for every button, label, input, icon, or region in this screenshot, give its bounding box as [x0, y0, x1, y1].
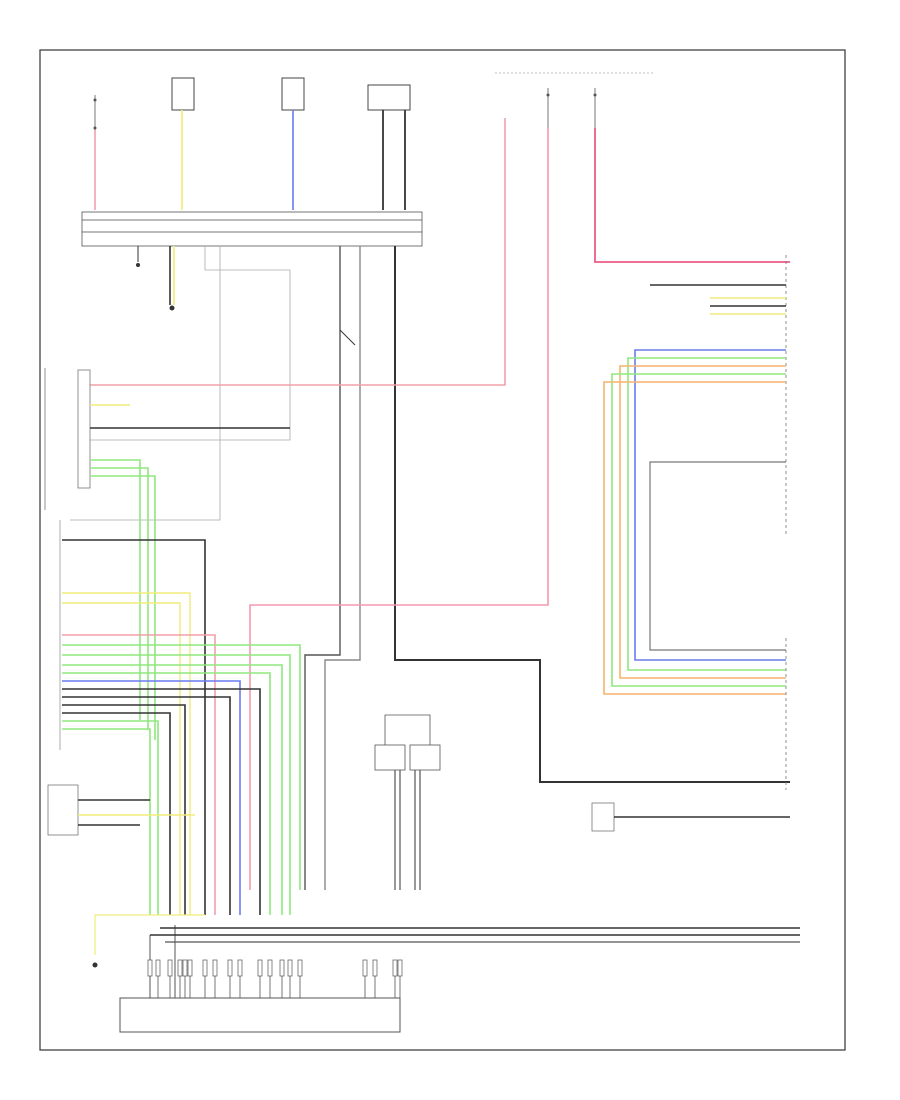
- connector-pin: [397, 959, 403, 998]
- connector-pin: [155, 959, 161, 998]
- radio-connector: [59, 520, 301, 915]
- connector-pin: [392, 959, 398, 998]
- connector-pin: [227, 959, 233, 998]
- radio-relay: [367, 84, 411, 111]
- fuse-box-2: [281, 77, 305, 111]
- wire-black-harness: [394, 246, 790, 783]
- rear-fuse-box: [495, 72, 655, 128]
- wire-pink-long: [249, 128, 549, 890]
- wire-red-upper: [80, 118, 506, 386]
- center-relay-switches: [374, 714, 441, 890]
- wire-black-switch: [339, 329, 356, 346]
- hot-at-all-times-fuse: [93, 95, 97, 130]
- connector-pin: [202, 959, 208, 998]
- wire-gray-harness-2: [324, 246, 361, 890]
- connector-pin: [279, 959, 285, 998]
- connector-pin: [257, 959, 263, 998]
- connector-pin: [182, 959, 188, 998]
- wire-green-nav-2: [90, 467, 149, 730]
- connector-pin: [297, 959, 303, 998]
- radio-receiver: [119, 925, 800, 1033]
- wire-gray-harness-1: [304, 246, 341, 890]
- wire-orange-right-2: [603, 381, 786, 695]
- wire-green-nav-1: [90, 459, 141, 720]
- connector-pin: [372, 959, 378, 998]
- central-gateway-module: [81, 211, 423, 247]
- connector-pin: [237, 959, 243, 998]
- wire-gray-right: [649, 461, 786, 651]
- connector-pin: [167, 959, 173, 998]
- antenna-module: [47, 784, 195, 836]
- ground-point-lower: [92, 914, 205, 968]
- connector-pin: [212, 959, 218, 998]
- radio-antenna: [591, 802, 790, 832]
- left-front-speaker: [136, 246, 175, 311]
- diversity-module: [650, 255, 787, 535]
- wire-gray-mid-1: [80, 246, 291, 441]
- navigation-unit: [44, 368, 290, 510]
- connector-pin: [187, 959, 193, 998]
- wire-green-nav-3: [90, 475, 156, 740]
- diagram-frame: [39, 49, 846, 1051]
- wire-blue-right: [634, 349, 786, 661]
- wire-green-right-2: [611, 373, 786, 687]
- connector-pin: [362, 959, 368, 998]
- pin-row: [147, 959, 403, 998]
- wire-pink-right: [594, 128, 790, 263]
- fuse-box-1: [171, 77, 195, 111]
- connector-pin: [147, 959, 153, 998]
- wire-orange-right: [619, 365, 786, 679]
- connector-pin: [177, 959, 183, 998]
- wire-gray-mid-2: [70, 246, 221, 521]
- wire-green-right-1: [627, 357, 786, 671]
- connector-pin: [267, 959, 273, 998]
- connector-pin: [287, 959, 293, 998]
